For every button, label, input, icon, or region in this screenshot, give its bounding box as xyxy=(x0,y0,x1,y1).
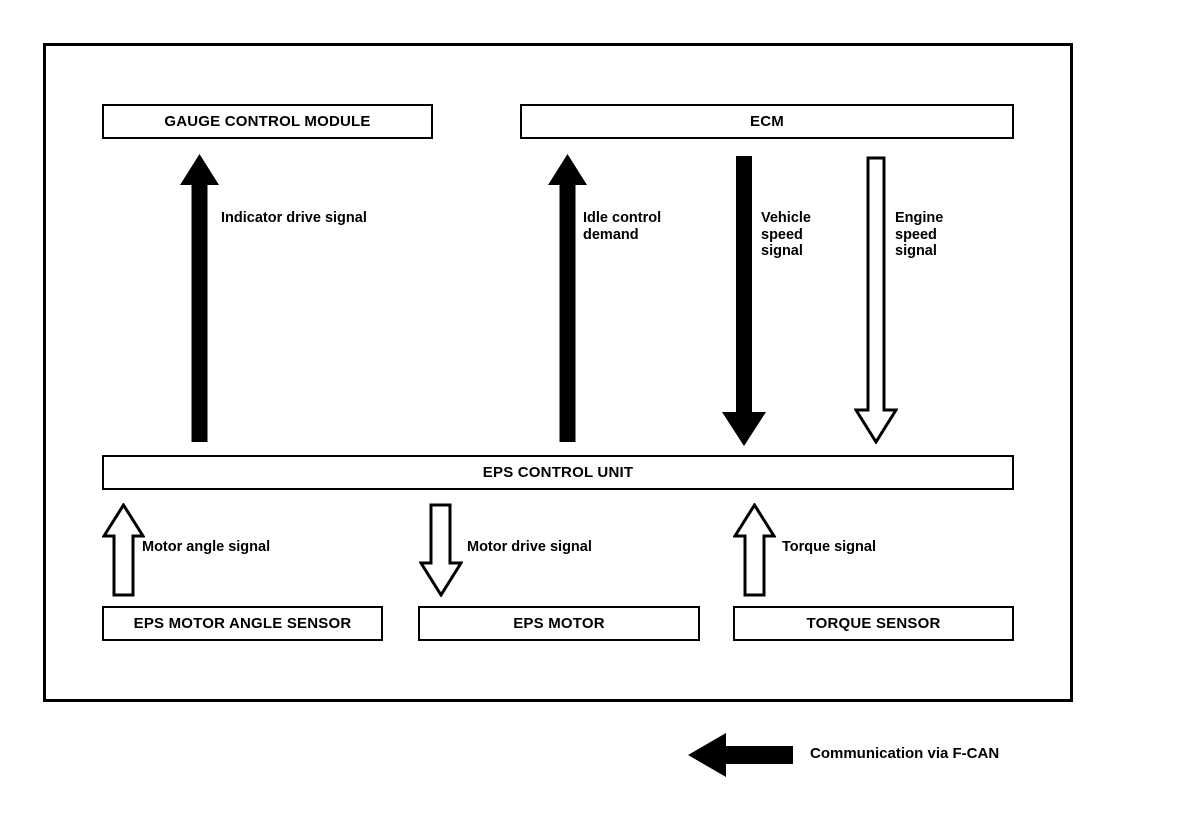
motor-angle-signal-label: Motor angle signal xyxy=(142,539,271,555)
box-gauge-control-module-label: GAUGE CONTROL MODULE xyxy=(164,113,371,130)
indicator-drive-signal-label: Indicator drive signal xyxy=(221,210,367,226)
box-eps-control-unit[interactable]: EPS CONTROL UNIT xyxy=(102,455,1014,490)
box-eps-motor-angle-sensor-label: EPS MOTOR ANGLE SENSOR xyxy=(133,615,352,632)
idle-control-demand-arrow xyxy=(548,154,587,442)
indicator-drive-signal-arrow xyxy=(180,154,219,442)
box-gauge-control-module[interactable]: GAUGE CONTROL MODULE xyxy=(102,104,433,139)
box-ecm-label: ECM xyxy=(750,113,784,130)
box-ecm[interactable]: ECM xyxy=(520,104,1014,139)
box-eps-motor-angle-sensor[interactable]: EPS MOTOR ANGLE SENSOR xyxy=(102,606,383,641)
torque-signal-label: Torque signal xyxy=(782,539,876,555)
fcan-legend-label: Communication via F-CAN xyxy=(810,745,1000,762)
motor-angle-signal-arrow xyxy=(102,503,145,597)
idle-control-demand-label: Idle control demand xyxy=(583,210,662,243)
diagram-frame xyxy=(43,43,1073,702)
motor-drive-signal-label: Motor drive signal xyxy=(467,539,592,555)
box-torque-sensor-label: TORQUE SENSOR xyxy=(806,615,941,632)
vehicle-speed-signal-label: Vehicle speed signal xyxy=(761,210,811,259)
torque-signal-arrow xyxy=(733,503,776,597)
vehicle-speed-signal-arrow xyxy=(722,156,766,446)
box-eps-motor-label: EPS MOTOR xyxy=(513,615,605,632)
fcan-legend-arrow xyxy=(688,733,793,777)
box-torque-sensor[interactable]: TORQUE SENSOR xyxy=(733,606,1014,641)
box-eps-control-unit-label: EPS CONTROL UNIT xyxy=(482,464,634,481)
box-eps-motor[interactable]: EPS MOTOR xyxy=(418,606,700,641)
motor-drive-signal-arrow xyxy=(419,503,463,597)
engine-speed-signal-label: Engine speed signal xyxy=(895,210,944,259)
engine-speed-signal-arrow xyxy=(854,156,898,444)
